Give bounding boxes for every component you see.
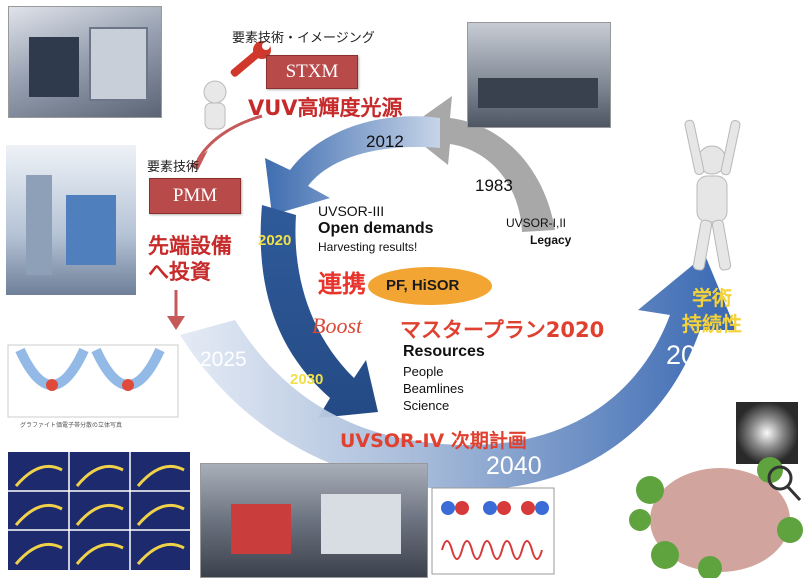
pf-hisor-label: PF, HiSOR [386, 277, 460, 294]
year-2050: 2050 [666, 340, 727, 370]
renkei-label: 連携 [318, 270, 366, 298]
boost-dark-arrow [260, 205, 378, 418]
master-plan-label: マスタープラン2020 [400, 318, 605, 342]
molecule-illustration-icon [629, 457, 803, 578]
stxm-to-pmm-arrow [196, 114, 263, 161]
resources-item-beamlines: Beamlines [403, 381, 464, 396]
academic-label-line2: 持続性 [682, 312, 742, 336]
uvsor3-sub: Harvesting results! [318, 240, 418, 254]
facility-hall-photo [467, 22, 611, 128]
resources-item-science: Science [403, 398, 450, 413]
academic-label-line1: 学術 [692, 286, 732, 310]
wrench-figure-icon [203, 41, 271, 130]
vuv-light-source-label: VUV高輝度光源 [248, 96, 403, 120]
uvsor12-legacy: Legacy [530, 233, 572, 247]
uvsor12-name: UVSOR-I,II [506, 216, 567, 230]
stxm-box: STXM [266, 55, 358, 89]
band-dispersion-image [7, 344, 179, 418]
year-1983: 1983 [475, 176, 513, 195]
year-2030: 2030 [290, 371, 324, 388]
future-band-arrow [180, 255, 736, 490]
uvsor3-name: UVSOR-III [318, 203, 385, 219]
pmm-box: PMM [149, 178, 241, 214]
uvsor3-headline: Open demands [318, 220, 434, 237]
year-2025: 2025 [200, 348, 247, 371]
uvsor4-label: UVSOR-IV 次期計画 [340, 430, 527, 452]
oscillation-plot-image [431, 487, 555, 575]
element-tech-caption: 要素技術 [147, 159, 200, 174]
investment-label-line1: 先端設備 [148, 234, 232, 258]
boost-label: Boost [312, 313, 363, 338]
beamline-floor-photo [200, 463, 428, 578]
legacy-gray-arrow [404, 96, 555, 232]
lab-equipment-photo [8, 6, 162, 118]
spectra-grid-image [8, 452, 190, 570]
year-2040: 2040 [486, 452, 542, 480]
band-image-caption: グラファイト価電子帯分散の立体写真 [20, 423, 123, 429]
resources-item-people: People [403, 364, 444, 379]
imaging-caption: 要素技術・イメージング [232, 30, 375, 45]
year-2012: 2012 [366, 132, 404, 151]
spiral-image [736, 402, 798, 464]
uvsor3-blue-arrow [265, 116, 440, 215]
resources-title: Resources [403, 343, 485, 360]
happy-figure-icon [684, 119, 741, 271]
pf-hisor-ellipse [368, 267, 492, 305]
investment-label-line2: へ投資 [148, 260, 211, 284]
pmm-apparatus-photo [6, 145, 136, 295]
year-2020: 2020 [258, 232, 292, 249]
